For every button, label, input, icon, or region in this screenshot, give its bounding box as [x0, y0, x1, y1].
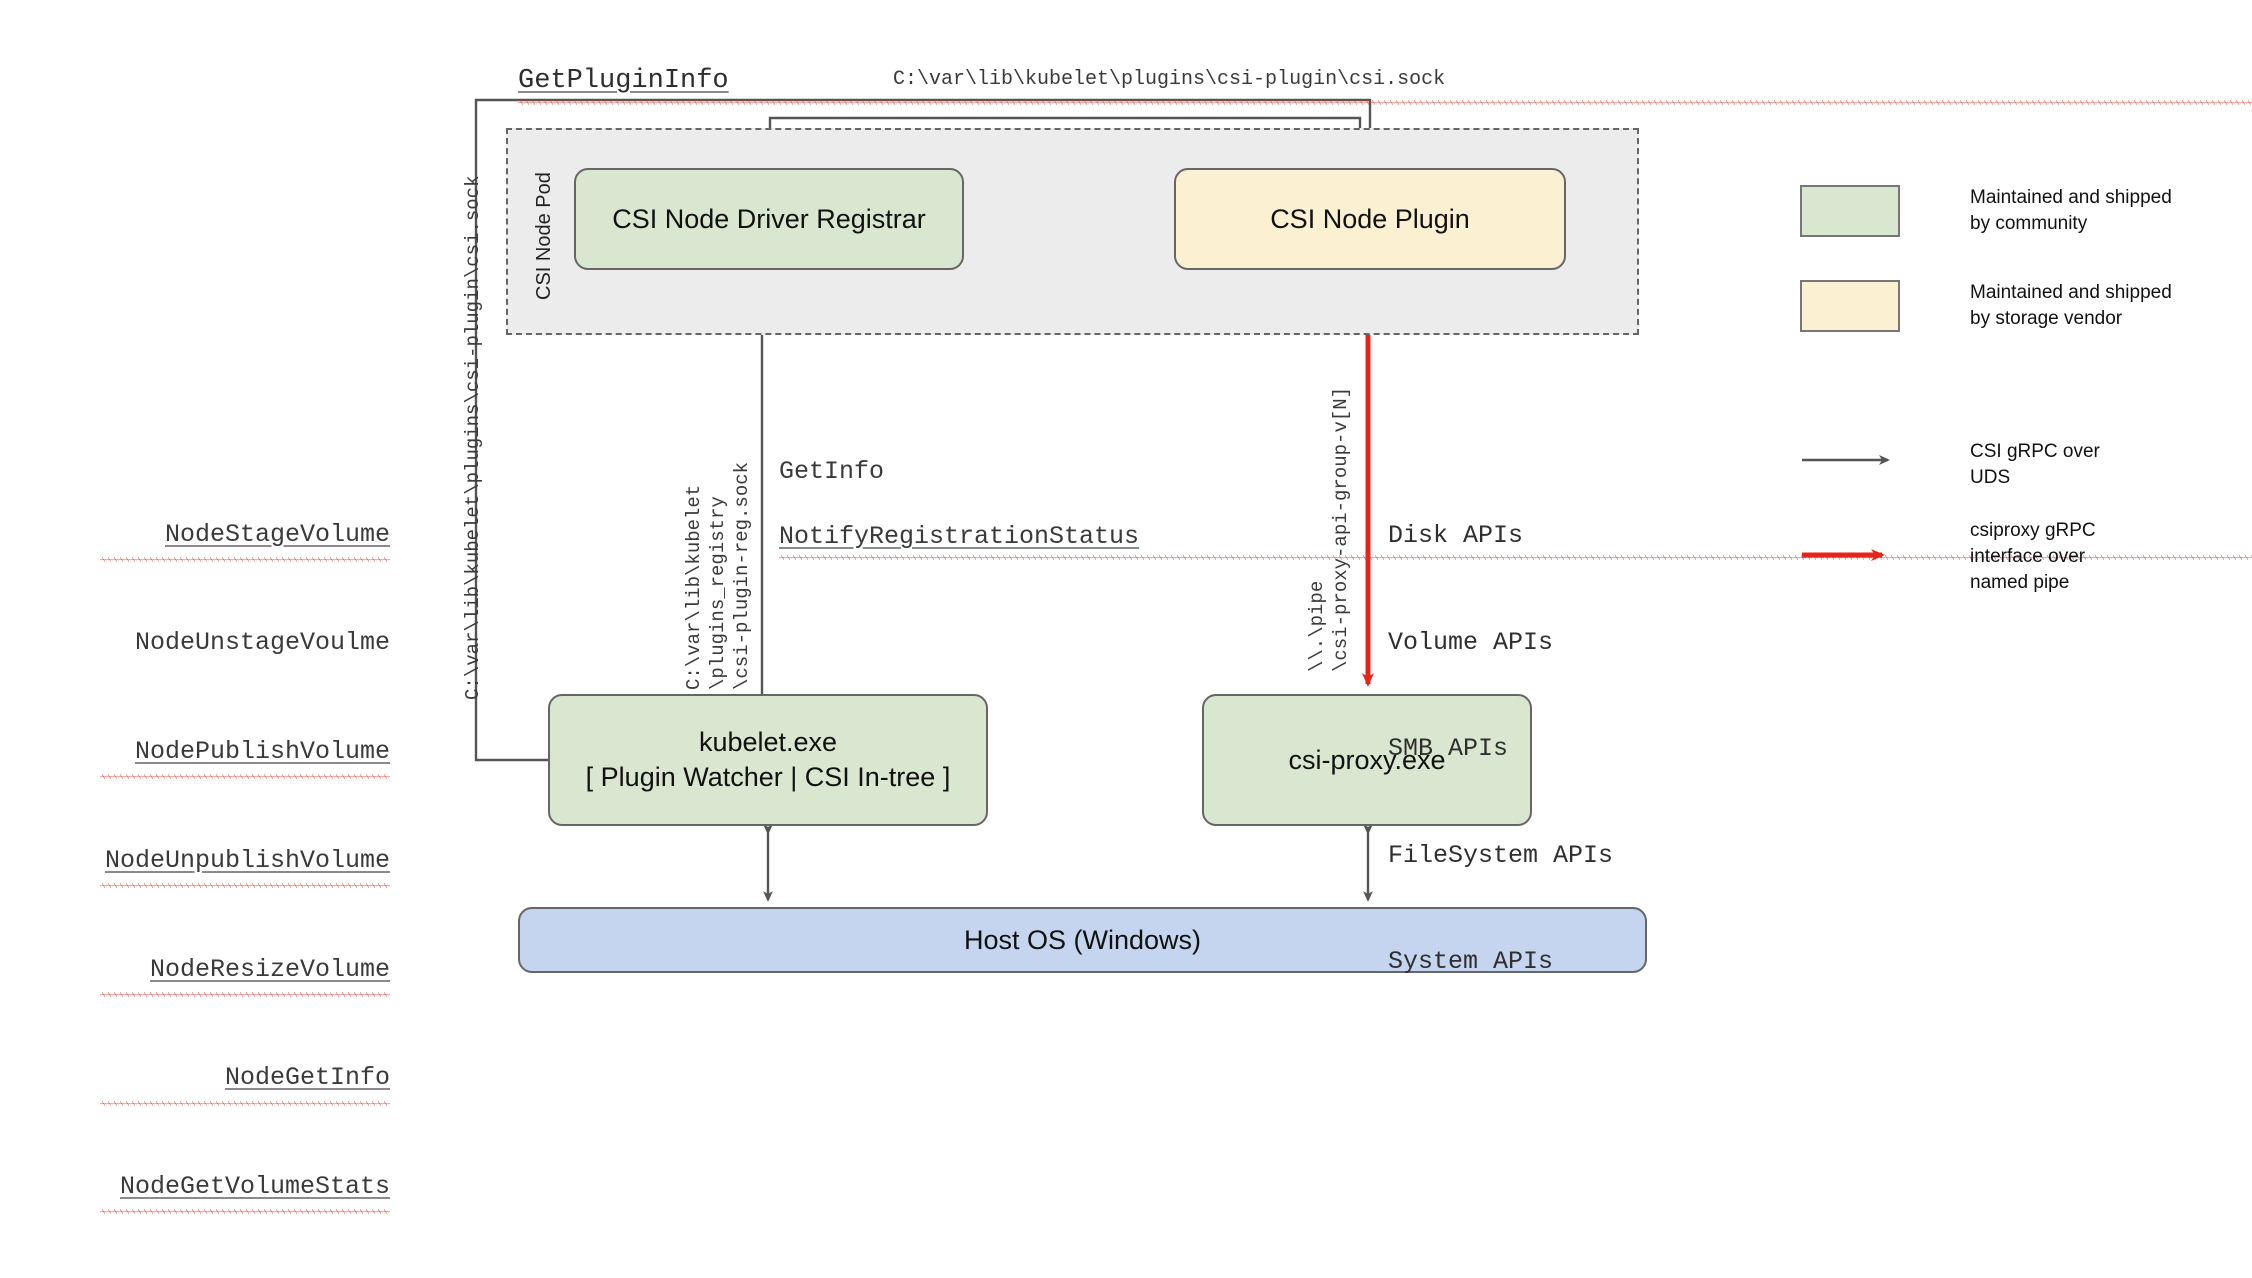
node-host-os-label: Host OS (Windows) — [963, 924, 1202, 955]
csi-proxy-api-item: Volume APIs — [1388, 627, 1554, 657]
node-kubelet-exe-label: kubelet.exe — [698, 727, 838, 758]
node-host-os[interactable]: Host OS (Windows) — [518, 907, 1647, 973]
label-plugins-registry-path-line2: \plugins_registry — [707, 496, 729, 690]
node-csi-proxy-exe-label: csi-proxy.exe — [1288, 744, 1446, 775]
csi-node-pod-label: CSI Node Pod — [533, 172, 555, 300]
csi-node-rpc-item: NodeUnpublishVolume — [100, 843, 390, 889]
legend-swatch-vendor-cream — [1800, 280, 1900, 332]
csi-node-rpc-item: NodeGetVolumeStats — [100, 1169, 390, 1215]
csi-node-rpc-item: NodePublishVolume — [100, 734, 390, 780]
csi-proxy-api-list: Disk APIs Volume APIs SMB APIs FileSyste… — [1388, 447, 1613, 1051]
label-named-pipe-line2: \csi-proxy-api-group-v[N] — [1330, 386, 1352, 672]
node-kubelet-exe-sublabel: [ Plugin Watcher | CSI In-tree ] — [585, 762, 951, 792]
legend-label-vendor: Maintained and shipped by storage vendor — [1970, 282, 2172, 330]
legend-arrow-gray-icon — [1800, 445, 1900, 475]
legend-item-csiproxy: csiproxy gRPC interface over named pipe — [1800, 520, 2096, 597]
csi-proxy-api-item: Disk APIs — [1388, 521, 1524, 550]
node-csi-node-plugin[interactable]: CSI Node Plugin — [1174, 168, 1566, 270]
label-get-info: GetInfo — [779, 457, 885, 486]
csi-node-rpc-item: NodeStageVolume — [100, 517, 390, 563]
legend-item-community: Maintained and shipped by community — [1800, 185, 2172, 237]
legend-item-uds: CSI gRPC over UDS — [1800, 441, 2100, 491]
node-csi-node-driver-registrar-label: CSI Node Driver Registrar — [612, 203, 926, 234]
label-csi-socket-path-left: C:\var\lib\kubelet\plugins\csi-plugin\cs… — [462, 175, 484, 701]
node-csi-proxy-exe[interactable]: csi-proxy.exe — [1202, 694, 1532, 826]
node-csi-node-driver-registrar[interactable]: CSI Node Driver Registrar — [574, 168, 964, 270]
csi-node-rpc-item: NodeGetInfo — [100, 1060, 390, 1106]
label-plugins-registry-path-line3: \csi-plugin-reg.sock — [731, 461, 753, 690]
diagram-canvas: CSI Node Pod CSI Node Driver Registrar C… — [100, 66, 2252, 1215]
csi-proxy-api-item: System APIs — [1388, 947, 1554, 976]
label-notify-registration-status: NotifyRegistrationStatus — [779, 522, 2252, 560]
legend-swatch-community-green — [1800, 185, 1900, 237]
csi-proxy-api-item: SMB APIs — [1388, 734, 1509, 763]
label-get-plugin-info: GetPluginInfo — [518, 66, 2252, 105]
label-csi-socket-path-top: C:\var\lib\kubelet\plugins\csi-plugin\cs… — [893, 68, 1446, 91]
legend-arrow-red-icon — [1800, 540, 1900, 570]
legend-item-vendor: Maintained and shipped by storage vendor — [1800, 280, 2172, 332]
csi-proxy-api-item: FileSystem APIs — [1388, 840, 1614, 870]
label-plugins-registry-path-line1: C:\var\lib\kubelet — [683, 484, 705, 690]
legend-label-csiproxy: csiproxy gRPC interface over named pipe — [1970, 520, 2096, 594]
label-named-pipe-line1: \\.\pipe — [1306, 580, 1328, 672]
node-csi-node-plugin-label: CSI Node Plugin — [1270, 203, 1470, 234]
csi-node-rpc-list: NodeStageVolume NodeUnstageVoulme NodePu… — [100, 444, 390, 1278]
csi-node-rpc-item: NodeResizeVolume — [100, 952, 390, 998]
edge-getplugininfo — [474, 98, 1375, 762]
csi-node-rpc-item: NodeUnstageVoulme — [134, 628, 390, 658]
legend-label-community: Maintained and shipped by community — [1970, 187, 2172, 235]
legend-label-uds: CSI gRPC over UDS — [1970, 441, 2100, 489]
node-kubelet-exe[interactable]: kubelet.exe [ Plugin Watcher | CSI In-tr… — [548, 694, 988, 826]
